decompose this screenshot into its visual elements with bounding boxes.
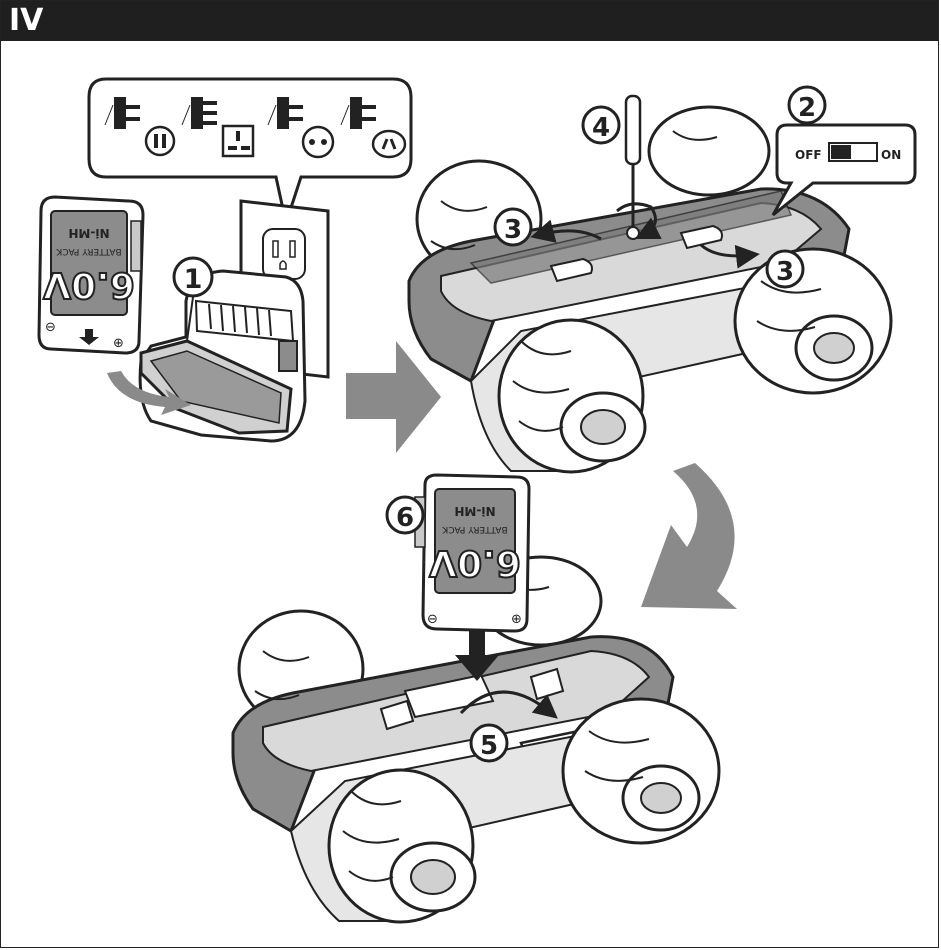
svg-text:5: 5 [480,731,498,761]
step-3-marker-left: 3 [495,209,531,245]
svg-text:4: 4 [592,113,610,143]
battery-pack: 6.0V BATTERY PACK Ni-MH ⊖ ⊕ [39,197,143,353]
svg-text:3: 3 [504,215,522,245]
battery-minus-icon-2: ⊖ [427,612,438,627]
svg-text:6: 6 [396,503,414,533]
battery-type-label: BATTERY PACK [55,246,121,256]
flow-arrow-right-icon [346,341,441,453]
svg-text:3: 3 [776,257,794,287]
step-1-marker: 1 [174,258,212,296]
battery-minus-icon: ⊖ [45,320,56,335]
flow-arrow-down-icon [641,463,737,609]
step-5-marker: 5 [471,725,507,761]
battery-charger [140,271,305,441]
battery-plus-icon: ⊕ [113,336,124,351]
svg-text:1: 1 [184,264,203,295]
power-switch-knob [831,145,851,159]
battery-voltage: 6.0V [43,264,135,305]
battery-type-label-2: BATTERY PACK [441,524,507,534]
battery-chemistry-label: Ni-MH [68,226,109,240]
step-2-marker: 2 [789,87,825,123]
battery-voltage-2: 6.0V [429,542,521,583]
switch-off-label: OFF [795,148,822,162]
battery-chemistry-label-2: Ni-MH [454,504,495,518]
switch-on-label: ON [881,148,901,162]
battery-plus-icon-2: ⊕ [511,612,522,627]
step-3-marker-right: 3 [767,251,803,287]
battery-pack-insert: 6.0V BATTERY PACK Ni-MH ⊖ ⊕ [415,475,529,631]
step-6-marker: 6 [387,497,423,533]
step-4-marker: 4 [583,107,619,143]
screwdriver-icon [626,96,640,227]
svg-text:2: 2 [798,93,816,123]
